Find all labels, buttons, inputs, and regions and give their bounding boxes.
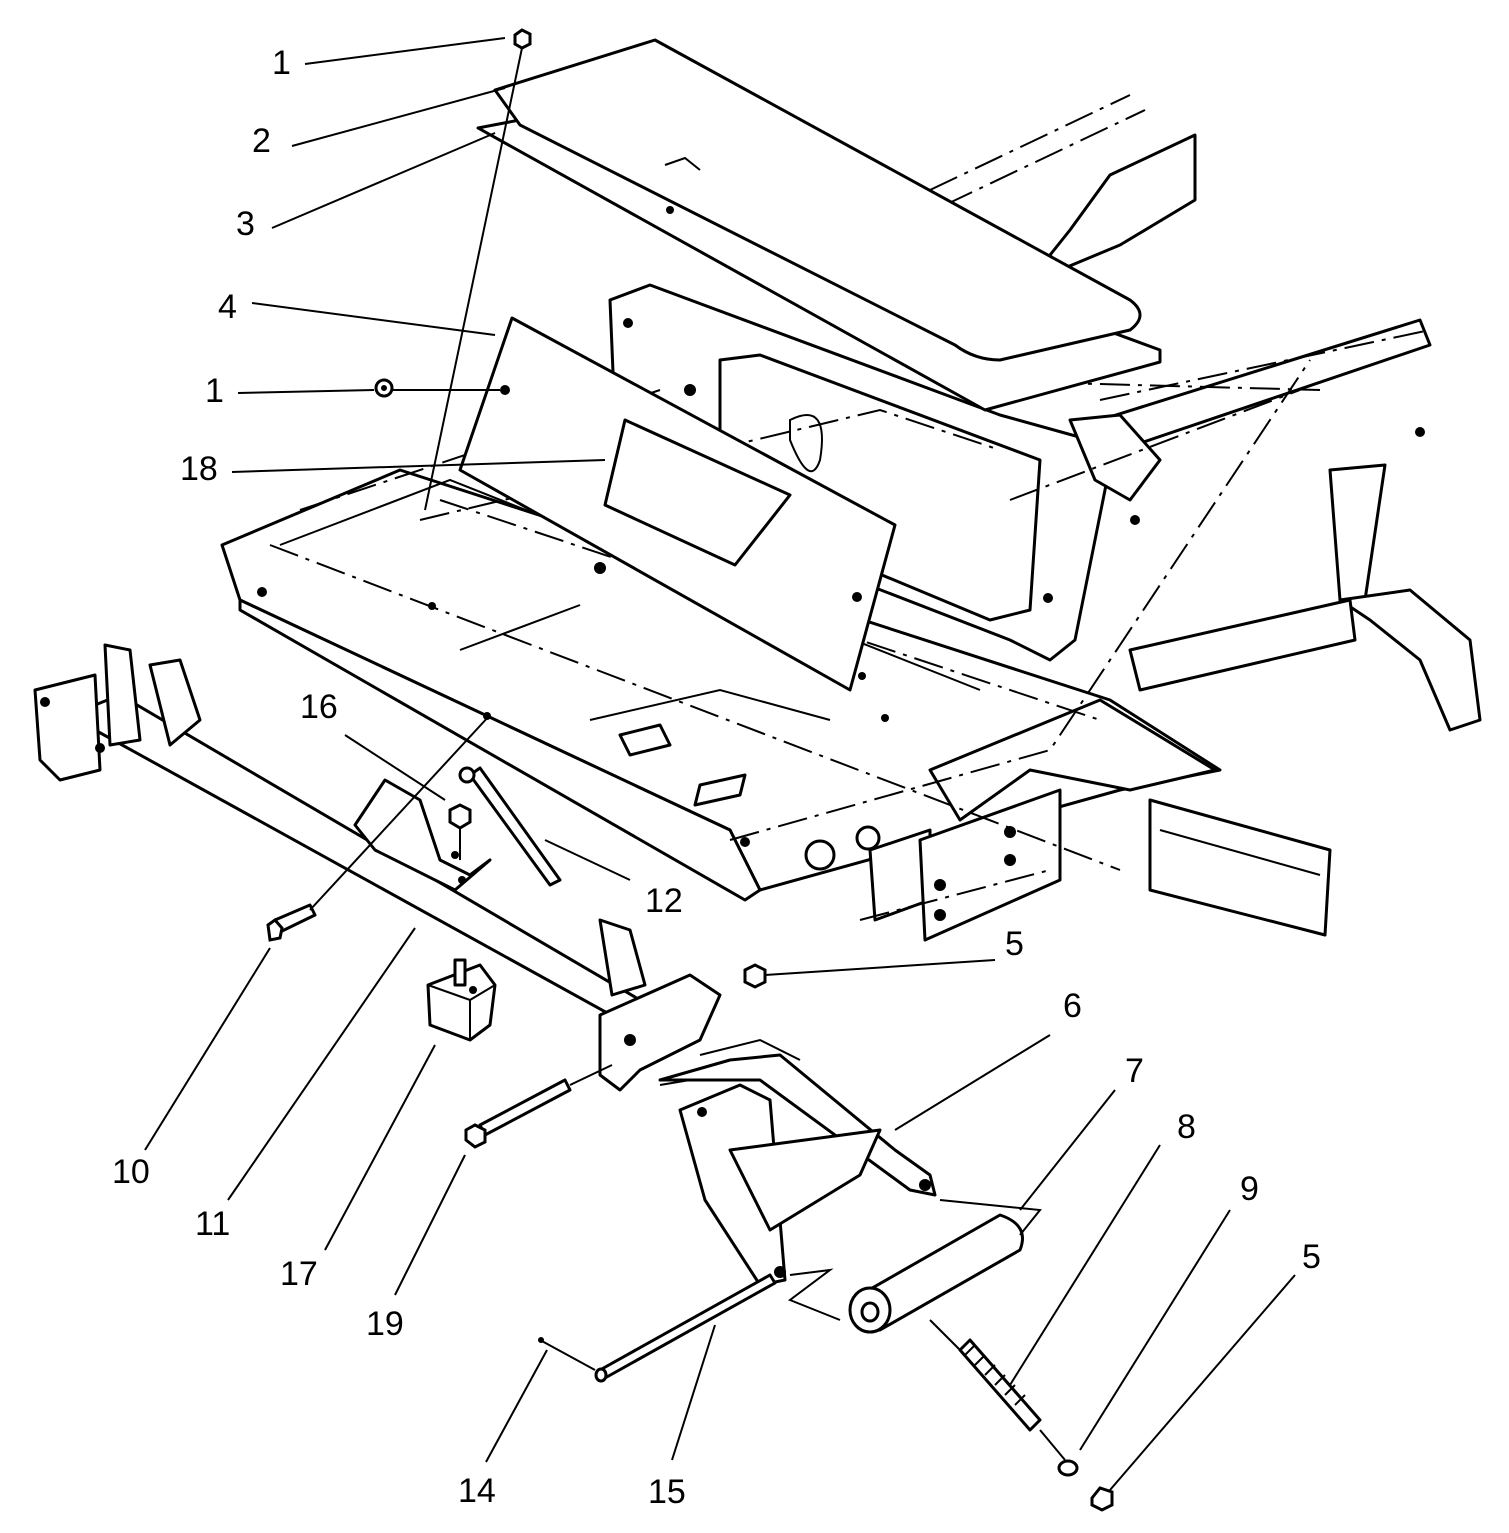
- callout-11: 11: [195, 1205, 230, 1243]
- rubber-bumper: [426, 958, 497, 1042]
- callout-7: 7: [1125, 1052, 1144, 1090]
- frame-rails: [929, 94, 1482, 937]
- callout-19: 19: [366, 1305, 404, 1343]
- callouts: 1 2 3 4 1 18 16 12 5 6 7 8 9 5 10 11 17 …: [112, 44, 1321, 1511]
- leader-lines: [144, 37, 1296, 1491]
- callout-10: 10: [112, 1153, 150, 1191]
- side-bracket-plates: [868, 698, 1217, 942]
- callout-1-top: 1: [272, 44, 291, 82]
- callout-8: 8: [1177, 1108, 1196, 1146]
- callout-4: 4: [218, 288, 237, 326]
- callout-6: 6: [1063, 987, 1082, 1025]
- callout-15: 15: [648, 1473, 686, 1511]
- callout-2: 2: [252, 122, 271, 160]
- callout-9: 9: [1240, 1170, 1259, 1208]
- fasteners: [266, 28, 777, 1383]
- roller-bracket: [598, 973, 937, 1321]
- spring-hardware: [929, 1319, 1114, 1512]
- callout-18: 18: [180, 450, 218, 488]
- callout-12: 12: [645, 882, 683, 920]
- callout-16: 16: [300, 688, 338, 726]
- callout-1-mid: 1: [205, 372, 224, 410]
- callout-5-upper: 5: [1005, 925, 1024, 963]
- roller: [848, 1199, 1042, 1334]
- top-cover-and-gasket: [476, 38, 1162, 412]
- callout-14: 14: [458, 1472, 496, 1510]
- callout-3: 3: [236, 205, 255, 243]
- callout-5-lower: 5: [1302, 1238, 1321, 1276]
- callout-17: 17: [280, 1255, 318, 1293]
- pivot-bar: [33, 643, 647, 1022]
- seat-panel: [458, 316, 897, 692]
